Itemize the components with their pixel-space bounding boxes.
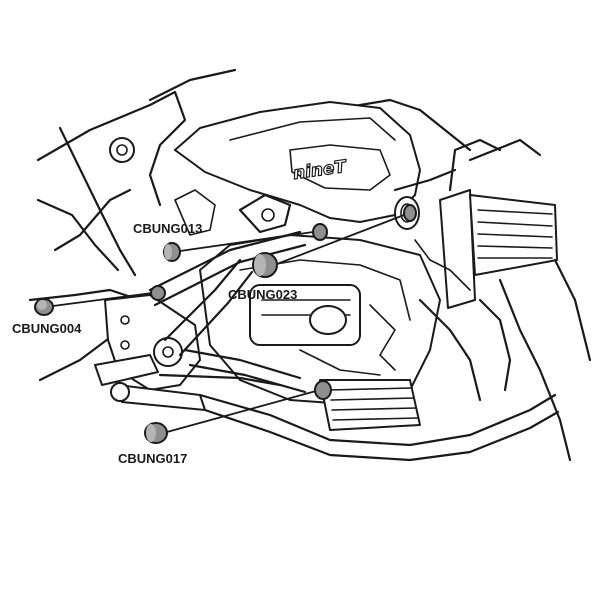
leader-cbung004: [52, 292, 153, 307]
installed-plug-2: [314, 380, 332, 400]
leader-lines: [52, 214, 405, 433]
leader-cbung017: [166, 390, 317, 433]
label-cbung013: CBUNG013: [133, 221, 202, 236]
installed-plug-3: [150, 285, 166, 301]
plug-cbung017: [144, 422, 168, 444]
installed-plug-1: [312, 223, 328, 241]
callout-labels: CBUNG013 CBUNG023 CBUNG004 CBUNG017: [12, 221, 297, 466]
label-cbung017: CBUNG017: [118, 451, 187, 466]
plug-cbung004: [34, 298, 54, 316]
plug-cbung023: [252, 252, 278, 278]
leader-cbung023: [276, 214, 405, 265]
leader-cbung013: [179, 231, 314, 252]
label-cbung004: CBUNG004: [12, 321, 82, 336]
installed-plug-4: [403, 204, 417, 222]
plug-cbung013: [163, 242, 181, 262]
plug-parts: [34, 204, 417, 444]
label-cbung023: CBUNG023: [228, 287, 297, 302]
motorcycle-line-art: nineT: [28, 68, 592, 462]
